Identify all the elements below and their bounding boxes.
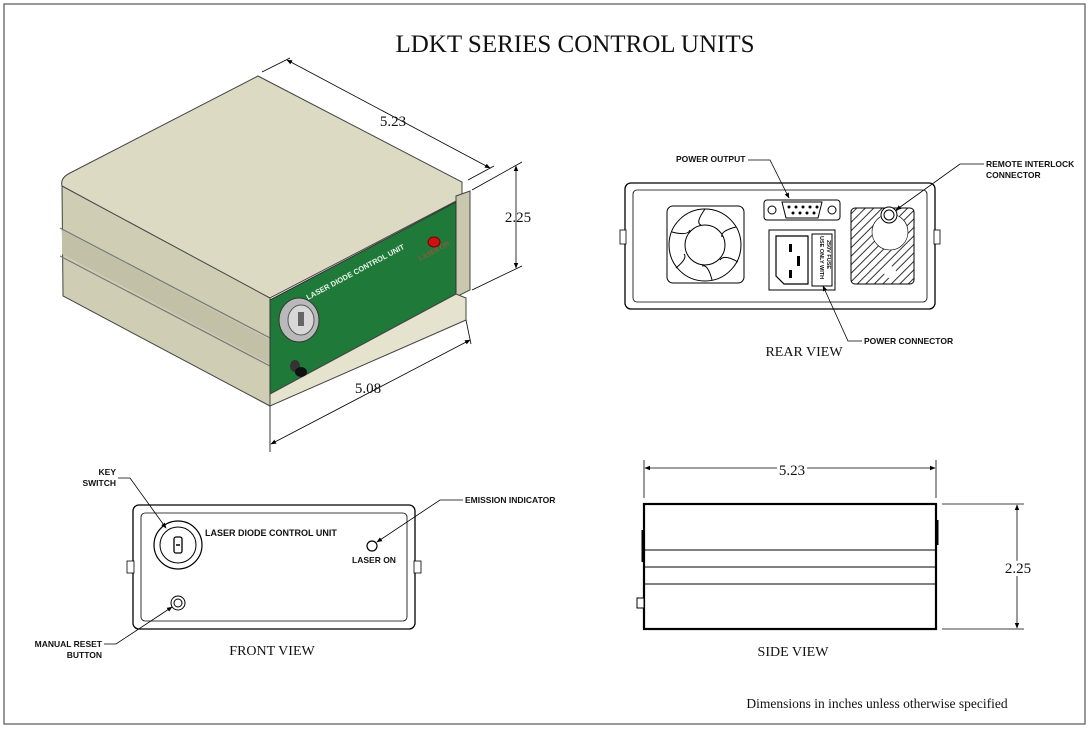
callout-remote-line1: REMOTE INTERLOCK — [986, 159, 1075, 169]
front-housing — [132, 504, 416, 630]
rear-view: USE ONLY WITH 250V FUSE POWER OUTPUT REM… — [619, 154, 1075, 360]
iso-dim-depth-line — [270, 339, 471, 445]
fan-icon — [666, 205, 745, 284]
iso-dim-height: 2.25 — [505, 210, 531, 226]
callout-reset-line2: BUTTON — [67, 650, 102, 660]
callout-reset-line1: MANUAL RESET — [35, 639, 103, 649]
iso-dim-width: 5.23 — [380, 114, 406, 130]
front-view-caption: FRONT VIEW — [229, 644, 315, 659]
callout-key-line2: SWITCH — [82, 478, 116, 488]
iso-left-seam — [59, 227, 271, 367]
callout-remote-line2: CONNECTOR — [986, 170, 1041, 180]
side-dim-width: 5.23 — [779, 463, 805, 479]
sheet-border — [3, 3, 1086, 725]
callout-emission: EMISSION INDICATOR — [465, 495, 555, 505]
front-emission-led-icon — [366, 540, 378, 552]
isometric-view: LASER DIODE CONTROL UNIT LASER ON 5.23 2… — [59, 57, 531, 452]
front-view: LASER DIODE CONTROL UNIT LASER ON KEY SW… — [35, 467, 556, 660]
drawing-title: LDKT SERIES CONTROL UNITS — [395, 31, 754, 58]
dimensions-footnote: Dimensions in inches unless otherwise sp… — [746, 696, 1008, 711]
power-entry-module: USE ONLY WITH 250V FUSE — [768, 229, 836, 291]
iso-laser-led — [427, 236, 441, 248]
callout-key-line1: KEY — [99, 467, 117, 477]
front-led-text: LASER ON — [352, 555, 396, 565]
fuse-label-line1: USE ONLY WITH — [818, 236, 824, 279]
rear-view-caption: REAR VIEW — [765, 345, 843, 360]
iso-right-face — [455, 190, 471, 298]
front-reset-button-icon — [170, 595, 186, 611]
rear-housing — [624, 182, 936, 310]
db9-connector-icon — [763, 199, 841, 221]
iso-key-switch — [278, 297, 320, 343]
iso-dim-depth: 5.08 — [355, 381, 381, 397]
side-dim-height: 2.25 — [1005, 561, 1031, 577]
fuse-label-line2: 250V FUSE — [825, 240, 831, 269]
side-view: 5.23 2.25 SIDE VIEW — [636, 460, 1034, 660]
iso-dim-width-line — [286, 59, 491, 169]
callout-power-output: POWER OUTPUT — [676, 154, 746, 164]
front-key-switch-icon — [153, 520, 203, 570]
front-panel-text: LASER DIODE CONTROL UNIT — [205, 528, 337, 538]
side-view-caption: SIDE VIEW — [758, 645, 830, 660]
callout-power-connector: POWER CONNECTOR — [864, 336, 953, 346]
